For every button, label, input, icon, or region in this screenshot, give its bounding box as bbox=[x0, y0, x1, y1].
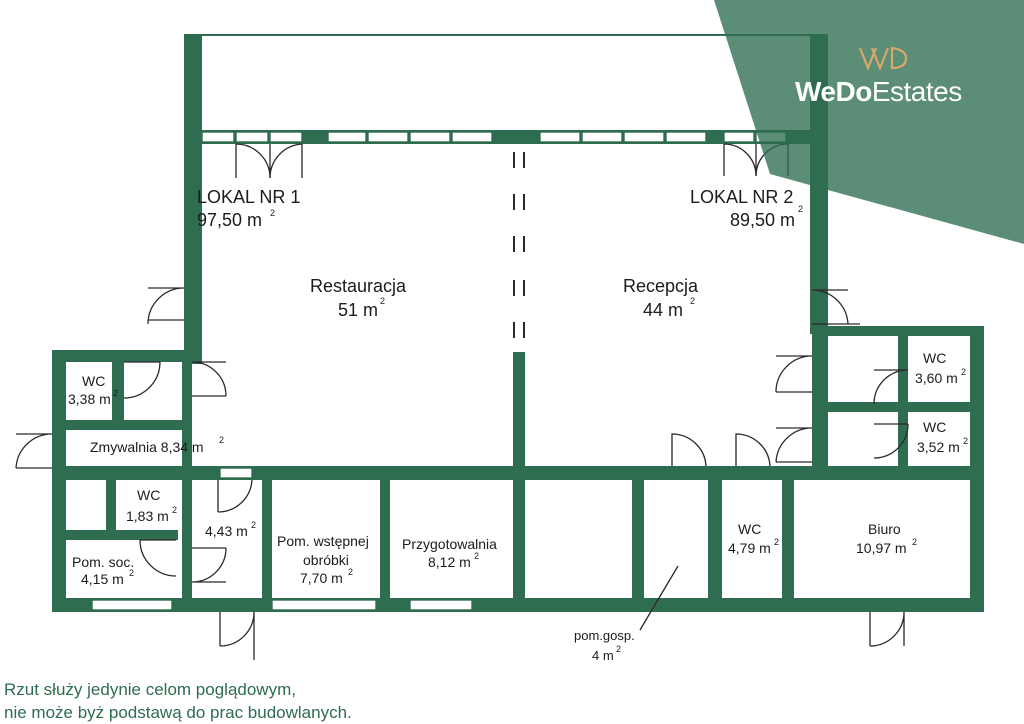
lokal2-name: LOKAL NR 2 bbox=[690, 187, 793, 207]
brand-name-bold: WeDo bbox=[795, 76, 872, 107]
wc-left-name: WC bbox=[82, 373, 105, 389]
obrobka-area: 7,70 m bbox=[300, 570, 343, 586]
przygotowalnia-exp: 2 bbox=[474, 551, 479, 561]
pom-gosp-exp: 2 bbox=[616, 644, 621, 654]
wc360-area: 3,60 m bbox=[915, 370, 958, 386]
brand-banner bbox=[714, 0, 1024, 244]
wc479-area: 4,79 m bbox=[728, 540, 771, 556]
lokal2-area: 89,50 m bbox=[730, 210, 795, 230]
pom-gosp-name: pom.gosp. bbox=[574, 628, 635, 643]
przygotowalnia-area: 8,12 m bbox=[428, 554, 471, 570]
biuro-name: Biuro bbox=[868, 521, 901, 537]
restauracja-name: Restauracja bbox=[310, 276, 407, 296]
wc352-name: WC bbox=[923, 419, 946, 435]
wc352-area: 3,52 m bbox=[917, 439, 960, 455]
windows bbox=[91, 131, 787, 611]
recepcja-name: Recepcja bbox=[623, 276, 699, 296]
pom-soc-exp: 2 bbox=[129, 568, 134, 578]
wc-small-area: 1,83 m bbox=[126, 508, 169, 524]
wc479-name: WC bbox=[738, 521, 761, 537]
pom-soc-name: Pom. soc. bbox=[72, 554, 134, 570]
obrobka-line1: Pom. wstępnej bbox=[277, 533, 369, 549]
obrobka-line2: obróbki bbox=[303, 552, 349, 568]
wc352-exp: 2 bbox=[963, 436, 968, 446]
wc-small-name: WC bbox=[137, 487, 160, 503]
room443-area: 4,43 m bbox=[205, 523, 248, 539]
brand-logo-text: WeDoEstates bbox=[795, 76, 962, 108]
pom-soc-area: 4,15 m bbox=[81, 571, 124, 587]
recepcja-exp: 2 bbox=[690, 296, 695, 306]
wc479-exp: 2 bbox=[774, 537, 779, 547]
room443-exp: 2 bbox=[251, 520, 256, 530]
wc-left-exp: 2 bbox=[113, 388, 118, 398]
wc360-name: WC bbox=[923, 350, 946, 366]
biuro-exp: 2 bbox=[912, 537, 917, 547]
wc-small-exp: 2 bbox=[172, 505, 177, 515]
restauracja-area: 51 m bbox=[338, 300, 378, 320]
biuro-area: 10,97 m bbox=[856, 540, 907, 556]
wc-left-area: 3,38 m bbox=[68, 391, 111, 407]
logo-icon bbox=[858, 46, 908, 71]
recepcja-area: 44 m bbox=[643, 300, 683, 320]
obrobka-exp: 2 bbox=[348, 567, 353, 577]
lokal2-exp: 2 bbox=[798, 204, 803, 214]
brand-name-rest: Estates bbox=[871, 76, 962, 107]
restauracja-exp: 2 bbox=[380, 296, 385, 306]
zmywalnia-label: Zmywalnia 8,34 m bbox=[90, 439, 204, 455]
lokal1-name: LOKAL NR 1 bbox=[197, 187, 300, 207]
dashed-partition bbox=[513, 152, 525, 338]
wc360-exp: 2 bbox=[961, 367, 966, 377]
przygotowalnia-name: Przygotowalnia bbox=[402, 536, 497, 552]
lokal1-exp: 2 bbox=[270, 208, 275, 218]
room-labels: LOKAL NR 1 97,50 m 2 LOKAL NR 2 89,50 m … bbox=[68, 187, 968, 663]
pom-gosp-area: 4 m bbox=[592, 648, 614, 663]
disclaimer-line-2: nie może byż podstawą do prac budowlanyc… bbox=[4, 703, 352, 722]
zmywalnia-exp: 2 bbox=[219, 435, 224, 445]
lokal1-area: 97,50 m bbox=[197, 210, 262, 230]
disclaimer-line-1: Rzut służy jedynie celom poglądowym, bbox=[4, 680, 296, 699]
doors bbox=[15, 143, 909, 660]
